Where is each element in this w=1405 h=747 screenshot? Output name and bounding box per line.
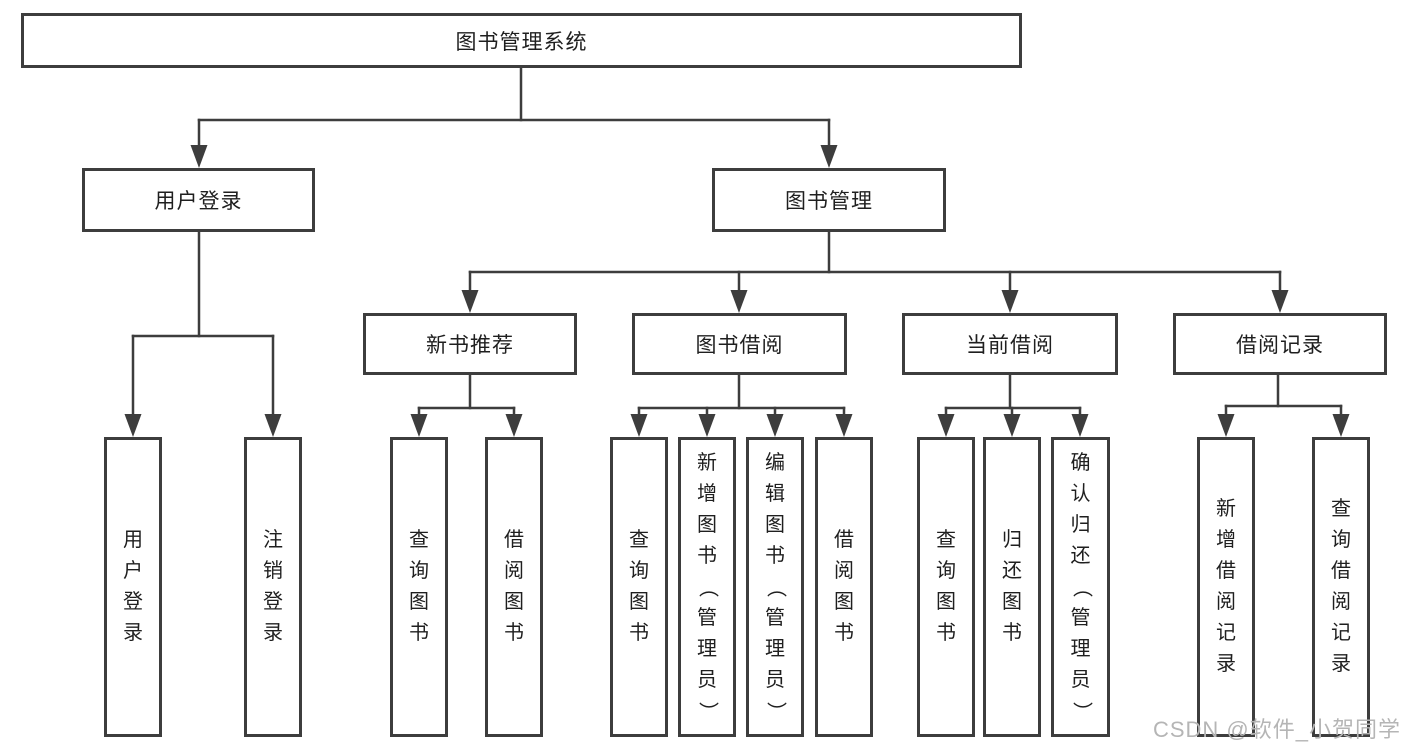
node-query-books-recommend: 查询图书 <box>390 437 448 737</box>
node-new-book-recommend: 新书推荐 <box>363 313 577 375</box>
node-query-books-borrow: 查询图书 <box>610 437 668 737</box>
node-library-system: 图书管理系统 <box>21 13 1022 68</box>
node-user-login-action: 用户登录 <box>104 437 162 737</box>
node-book-borrow: 图书借阅 <box>632 313 847 375</box>
node-edit-book-admin: 编辑图书（管理员） <box>746 437 804 737</box>
node-current-borrow: 当前借阅 <box>902 313 1118 375</box>
watermark: CSDN @软件_小贺同学 <box>1152 717 1401 742</box>
node-return-book: 归还图书 <box>983 437 1041 737</box>
node-add-borrow-record: 新增借阅记录 <box>1197 437 1255 737</box>
node-book-management: 图书管理 <box>712 168 946 232</box>
node-borrow-books-recommend: 借阅图书 <box>485 437 543 737</box>
node-logout: 注销登录 <box>244 437 302 737</box>
node-borrow-records: 借阅记录 <box>1173 313 1387 375</box>
node-borrow-books-borrow: 借阅图书 <box>815 437 873 737</box>
node-confirm-return-admin: 确认归还（管理员） <box>1051 437 1110 737</box>
node-add-book-admin: 新增图书（管理员） <box>678 437 736 737</box>
node-query-borrow-record: 查询借阅记录 <box>1312 437 1370 737</box>
node-user-login: 用户登录 <box>82 168 315 232</box>
node-query-books-current: 查询图书 <box>917 437 975 737</box>
